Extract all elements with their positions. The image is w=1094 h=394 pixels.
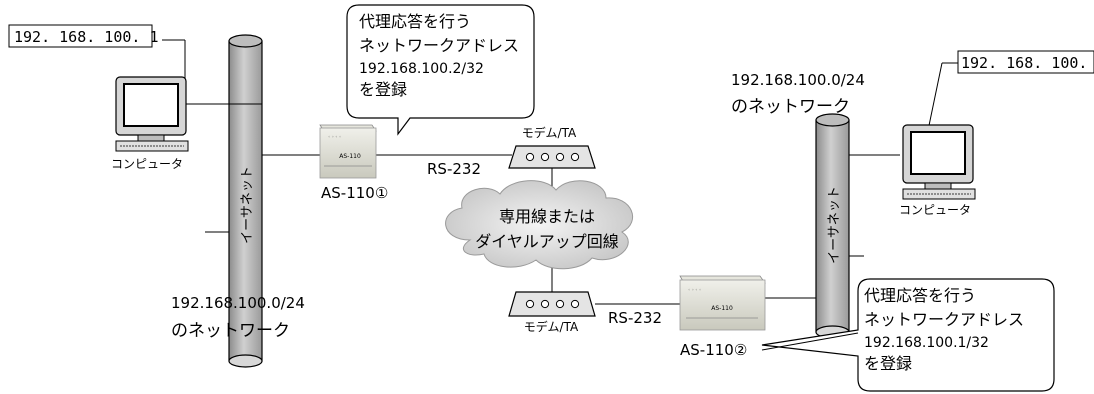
callout-top-line1: 代理応答を行う — [359, 12, 471, 31]
network-name-right: のネットワーク — [731, 97, 850, 117]
cloud-leased-line: 専用線または ダイヤルアップ回線 — [445, 180, 634, 270]
rs232-label-bottom: RS-232 — [608, 309, 662, 327]
modem-label-bottom: モデム/TA — [524, 319, 579, 334]
computer-icon-left: コンピュータ — [111, 76, 189, 171]
rs232-label-top: RS-232 — [427, 160, 481, 178]
as110-label-2: AS-110② — [680, 341, 747, 359]
device-model-text-1: AS-110 — [339, 153, 361, 160]
callout-bottom-line2: ネットワークアドレス — [864, 310, 1024, 329]
callout-bottom-line1: 代理応答を行う — [864, 286, 976, 305]
computer-label-left: コンピュータ — [111, 157, 183, 171]
ethernet-cylinder-left: イーサネット — [228, 34, 263, 368]
ip-label-right: 192. 168. 100. 2 — [961, 54, 1094, 72]
as110-label-1: AS-110① — [321, 184, 388, 202]
callout-top-line4: を登録 — [359, 80, 407, 99]
modem-top: モデム/TA — [508, 125, 596, 169]
computer-label-right: コンピュータ — [899, 203, 971, 217]
network-name-left: のネットワーク — [171, 321, 290, 341]
modem-bottom: モデム/TA — [508, 291, 596, 334]
callout-top: 代理応答を行う ネットワークアドレス 192.168.100.2/32 を登録 — [346, 4, 535, 136]
cloud-text-line1: 専用線または — [499, 207, 595, 226]
network-address-right: 192.168.100.0/24 — [731, 71, 865, 89]
ip-label-left: 192. 168. 100. 1 — [14, 28, 159, 46]
connection-lines — [162, 39, 958, 305]
svg-text:◦ ◦ ◦ ◦: ◦ ◦ ◦ ◦ — [688, 287, 701, 292]
modem-label-top: モデム/TA — [522, 125, 577, 140]
computer-icon-right: コンピュータ — [899, 124, 976, 217]
callout-top-line2: ネットワークアドレス — [359, 36, 519, 55]
ip-box-right: 192. 168. 100. 2 — [957, 50, 1094, 74]
callout-bottom: 代理応答を行う ネットワークアドレス 192.168.100.1/32 を登録 — [761, 278, 1055, 392]
ethernet-cylinder-right: イーサネット — [815, 113, 850, 339]
callout-bottom-line4: を登録 — [864, 354, 912, 373]
ethernet-label-left: イーサネット — [240, 166, 255, 244]
as110-device-2: ◦ ◦ ◦ ◦ AS-110 AS-110② — [679, 275, 766, 359]
cloud-text-line2: ダイヤルアップ回線 — [475, 232, 619, 251]
network-address-left: 192.168.100.0/24 — [171, 294, 305, 312]
callout-top-line3: 192.168.100.2/32 — [359, 61, 484, 77]
device-model-text-2: AS-110 — [711, 305, 733, 312]
svg-text:◦ ◦ ◦ ◦: ◦ ◦ ◦ ◦ — [328, 134, 341, 139]
ethernet-label-right: イーサネット — [827, 186, 842, 264]
callout-bottom-line3: 192.168.100.1/32 — [864, 335, 989, 351]
as110-device-1: ◦ ◦ ◦ ◦ AS-110 AS-110① — [319, 124, 388, 202]
ip-box-left: 192. 168. 100. 1 — [8, 24, 159, 48]
